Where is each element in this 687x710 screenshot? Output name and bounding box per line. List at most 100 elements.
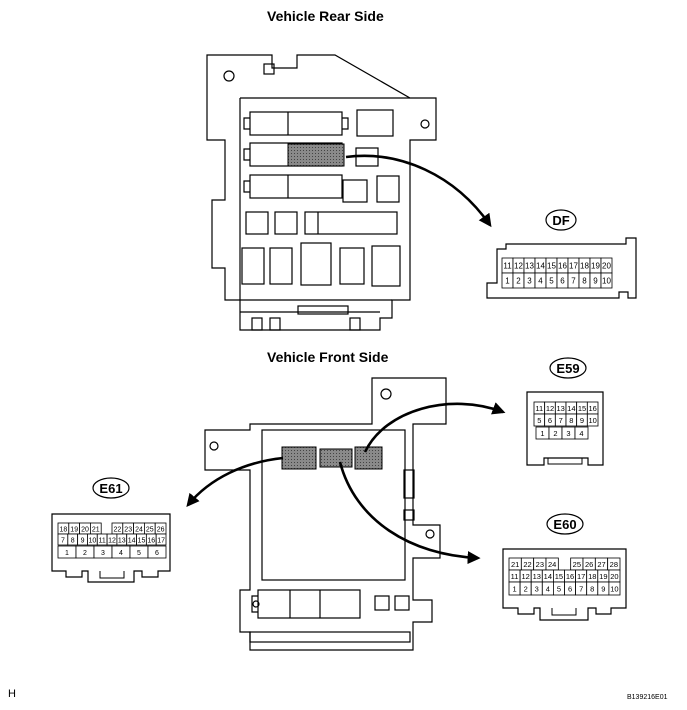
pin-number: 23: [536, 560, 544, 569]
pin-number: 6: [548, 416, 552, 425]
pin-number: 14: [544, 572, 552, 581]
pin-number: 8: [582, 277, 587, 286]
pin-number: 25: [146, 527, 154, 534]
pin-number: 2: [524, 585, 528, 594]
connector-e61-label: E61: [99, 481, 122, 496]
pin-number: 16: [558, 262, 567, 271]
pin-number: 25: [573, 560, 581, 569]
pin-number: 3: [566, 429, 570, 438]
pin-number: 18: [588, 572, 596, 581]
pin-number: 21: [511, 560, 519, 569]
pin-number: 19: [599, 572, 607, 581]
pin-number: 8: [71, 538, 75, 545]
pin-cell: [574, 426, 589, 440]
pin-cell: [608, 581, 621, 596]
pin-number: 17: [157, 538, 165, 545]
pin-number: 11: [535, 404, 543, 413]
front-e61-socket: [281, 446, 317, 470]
pin-number: 17: [569, 262, 578, 271]
pin-number: 8: [569, 416, 573, 425]
pin-number: 5: [537, 416, 541, 425]
pin-number: 16: [566, 572, 574, 581]
pin-number: 22: [114, 527, 122, 534]
figure-code: B139216E01: [627, 694, 668, 701]
pin-number: 9: [580, 416, 584, 425]
pin-number: 15: [138, 538, 146, 545]
pin-number: 5: [557, 585, 561, 594]
rear-side-heading: Vehicle Rear Side: [267, 8, 384, 24]
pin-number: 15: [578, 404, 586, 413]
pin-number: 3: [527, 277, 532, 286]
pin-number: 12: [514, 262, 523, 271]
pin-number: 26: [585, 560, 593, 569]
pin-number: 2: [516, 277, 521, 286]
pin-number: 20: [610, 572, 618, 581]
pin-number: 6: [155, 550, 159, 557]
pin-number: 7: [559, 416, 563, 425]
pin-number: 20: [602, 262, 611, 271]
front-side-heading: Vehicle Front Side: [267, 349, 389, 365]
pin-number: 8: [590, 585, 594, 594]
pin-number: 13: [556, 404, 564, 413]
pin-number: 27: [597, 560, 605, 569]
arrow-to-e61: [186, 456, 284, 508]
pin-number: 15: [547, 262, 556, 271]
pin-number: 23: [124, 527, 132, 534]
pin-number: 6: [568, 585, 572, 594]
pin-number: 12: [546, 404, 554, 413]
pin-number: 13: [118, 538, 126, 545]
arrow-to-e60: [338, 461, 481, 565]
pin-number: 1: [512, 585, 516, 594]
front-e60-socket: [354, 446, 383, 470]
pin-cell: [147, 545, 167, 559]
pin-number: 6: [560, 277, 565, 286]
pin-number: 19: [70, 527, 78, 534]
pin-number: 11: [511, 572, 519, 581]
pin-number: 2: [83, 550, 87, 557]
pin-number: 16: [588, 404, 596, 413]
pin-number: 3: [535, 585, 539, 594]
pin-number: 13: [525, 262, 534, 271]
pin-number: 1: [65, 550, 69, 557]
pin-number: 5: [549, 277, 554, 286]
pin-number: 13: [533, 572, 541, 581]
pin-number: 10: [602, 277, 611, 286]
pin-number: 10: [88, 538, 96, 545]
pin-number: 19: [591, 262, 600, 271]
pin-number: 22: [523, 560, 531, 569]
connector-e60-label: E60: [553, 517, 576, 532]
pin-number: 18: [580, 262, 589, 271]
pin-number: 4: [579, 429, 583, 438]
pin-number: 14: [536, 262, 545, 271]
pin-number: 14: [567, 404, 575, 413]
pin-number: 15: [555, 572, 563, 581]
pin-number: 1: [505, 277, 510, 286]
pin-number: 14: [128, 538, 136, 545]
pin-cell: [600, 272, 613, 289]
pin-number: 9: [601, 585, 605, 594]
pin-number: 24: [135, 527, 143, 534]
pin-number: 17: [577, 572, 585, 581]
pin-number: 20: [81, 527, 89, 534]
pin-number: 1: [540, 429, 544, 438]
arrow-to-e59: [363, 402, 506, 453]
rear-junction-block: [206, 54, 437, 331]
pin-cell: [586, 413, 599, 427]
rear-df-socket: [287, 143, 345, 167]
pin-number: 3: [101, 550, 105, 557]
connector-df-label: DF: [552, 213, 569, 228]
pin-cell: [155, 533, 167, 546]
pin-number: 18: [60, 527, 68, 534]
pin-number: 28: [610, 560, 618, 569]
pin-number: 10: [588, 416, 596, 425]
connector-e59-label: E59: [556, 361, 579, 376]
pin-number: 11: [503, 262, 512, 271]
front-junction-block: [204, 377, 447, 651]
pin-number: 9: [81, 538, 85, 545]
pin-number: 26: [157, 527, 165, 534]
pin-number: 21: [92, 527, 100, 534]
pin-number: 7: [579, 585, 583, 594]
